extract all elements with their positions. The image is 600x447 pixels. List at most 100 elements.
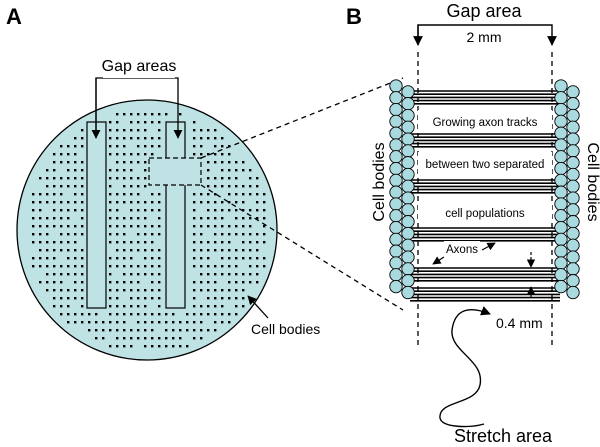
cell-dot [116, 161, 119, 164]
cell-dot [242, 297, 245, 300]
cell-dot [172, 313, 175, 316]
cell-dot [137, 209, 140, 212]
cell-dot [130, 121, 133, 124]
cell-dot [74, 265, 77, 268]
cell-dot [144, 329, 147, 332]
cell-dot [74, 281, 77, 284]
cell-dot [67, 169, 70, 172]
cell-dot [242, 169, 245, 172]
cell-dot [109, 297, 112, 300]
cell-dot [130, 249, 133, 252]
cell-dot [81, 249, 84, 252]
cell-dot [116, 281, 119, 284]
gap-area-right [165, 121, 186, 309]
cell-dot [221, 249, 224, 252]
cell-dot [116, 241, 119, 244]
cell-dot [60, 209, 63, 212]
cell-dot [214, 241, 217, 244]
cell-dot [249, 265, 252, 268]
cell-dot [144, 177, 147, 180]
cell-body [566, 156, 580, 170]
culture-dish [16, 99, 278, 361]
cell-dot [67, 201, 70, 204]
cell-dot [256, 233, 259, 236]
cell-dot [221, 185, 224, 188]
cell-dot [144, 249, 147, 252]
cell-dot [207, 185, 210, 188]
cell-dot [53, 257, 56, 260]
cell-dot [32, 265, 35, 268]
cell-dot [137, 337, 140, 340]
cell-dot [256, 177, 259, 180]
cell-dot [214, 137, 217, 140]
cell-dot [144, 321, 147, 324]
cell-dot [67, 265, 70, 268]
cell-dot [193, 137, 196, 140]
cell-dot [193, 209, 196, 212]
cell-dot [60, 273, 63, 276]
cell-body [554, 161, 568, 176]
cell-dot [46, 281, 49, 284]
cell-dot [116, 145, 119, 148]
cell-dot [109, 233, 112, 236]
cell-dot [214, 289, 217, 292]
cell-dot [158, 273, 161, 276]
cell-dot [228, 225, 231, 228]
cell-dot [53, 201, 56, 204]
cell-dot [207, 289, 210, 292]
cell-dot [242, 249, 245, 252]
cell-dot [186, 345, 189, 348]
cell-body [401, 203, 415, 217]
cell-dot [179, 321, 182, 324]
cell-dot [242, 273, 245, 276]
panel-a-letter: A [6, 4, 22, 29]
cell-dot [137, 281, 140, 284]
cell-dot [130, 193, 133, 196]
gap-areas-label: Gap areas [102, 58, 177, 75]
cell-dot [60, 249, 63, 252]
cell-dot [249, 185, 252, 188]
cell-dot [60, 217, 63, 220]
cell-dot [109, 145, 112, 148]
cell-dot [214, 233, 217, 236]
cell-dot [130, 297, 133, 300]
cell-dot [53, 209, 56, 212]
cell-dot [137, 305, 140, 308]
cell-dot [249, 193, 252, 196]
cell-dot [109, 177, 112, 180]
cell-dot [130, 177, 133, 180]
cell-dot [67, 233, 70, 236]
cell-dot [60, 281, 63, 284]
cell-dot [221, 209, 224, 212]
cell-dot [165, 113, 168, 116]
cell-dot [151, 273, 154, 276]
cell-body [554, 279, 568, 294]
gap-label-bg [103, 56, 175, 78]
cell-body [389, 79, 403, 93]
cell-dot [228, 209, 231, 212]
cell-dot [158, 257, 161, 260]
cell-dot [158, 249, 161, 252]
cell-dot [200, 305, 203, 308]
cell-body [389, 150, 403, 164]
cell-dot [144, 161, 147, 164]
cell-dot [193, 305, 196, 308]
cell-dot [53, 177, 56, 180]
cell-dot [200, 289, 203, 292]
cell-dot [123, 217, 126, 220]
cell-dot [200, 129, 203, 132]
cell-dot [256, 241, 259, 244]
cell-dot [74, 185, 77, 188]
cell-dot [130, 281, 133, 284]
cell-dot [116, 321, 119, 324]
cell-dot [242, 233, 245, 236]
axons-label-bg [444, 241, 480, 256]
cell-dot [249, 169, 252, 172]
cell-dot [60, 297, 63, 300]
cell-dot [235, 233, 238, 236]
cell-dot [130, 169, 133, 172]
cell-dot [179, 329, 182, 332]
cell-dot [200, 137, 203, 140]
cell-dot [214, 209, 217, 212]
cell-dot [137, 297, 140, 300]
